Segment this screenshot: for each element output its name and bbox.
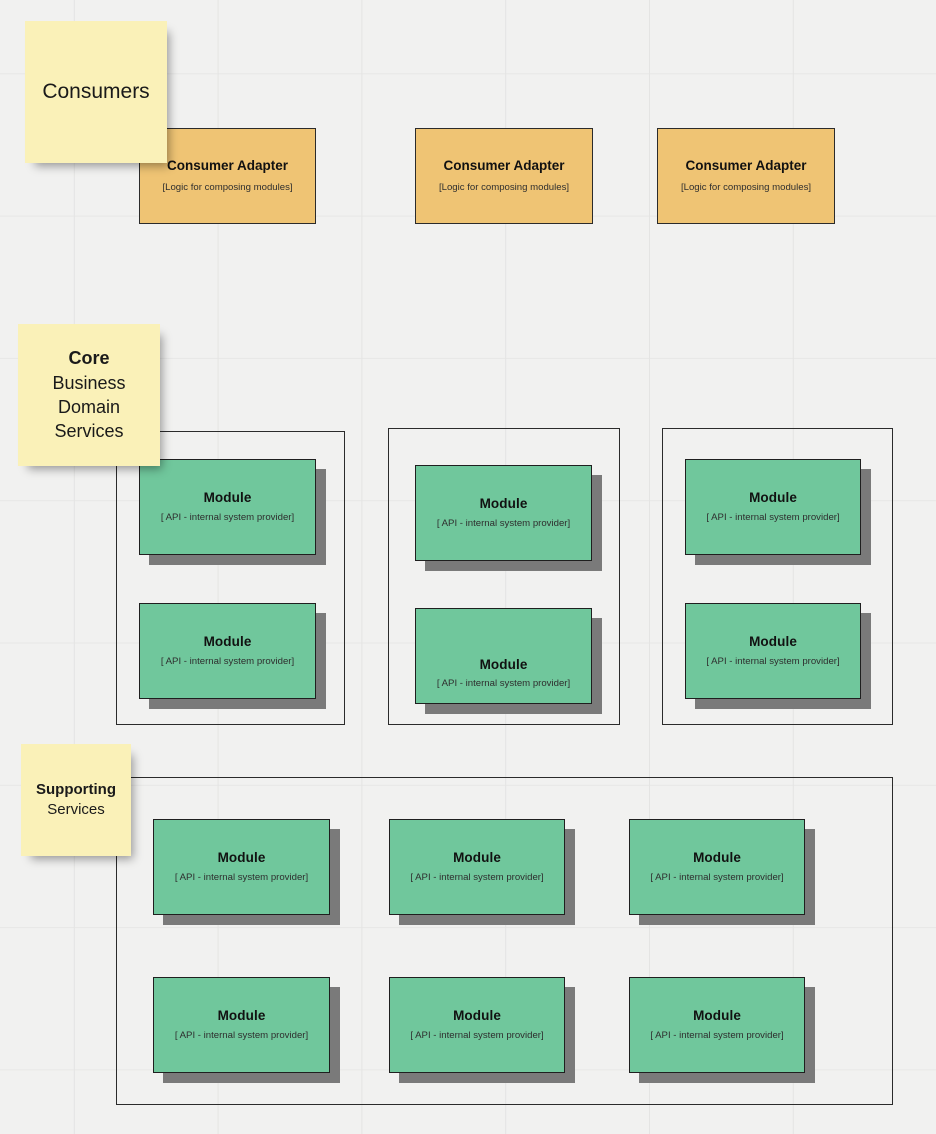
sticky-note-line-1: Services (47, 801, 105, 818)
core-module-1-2[interactable]: Module [ API - internal system provider] (139, 603, 316, 699)
module-subtitle: [ API - internal system provider] (160, 655, 295, 667)
adapter-subtitle: [Logic for composing modules] (162, 181, 293, 193)
module-subtitle: [ API - internal system provider] (410, 871, 544, 883)
module-title: Module (217, 1008, 266, 1024)
core-module-1-1[interactable]: Module [ API - internal system provider] (139, 459, 316, 555)
core-module-2-1[interactable]: Module [ API - internal system provider] (415, 465, 592, 561)
module-title: Module (453, 850, 501, 866)
module-subtitle: [ API - internal system provider] (706, 511, 840, 523)
adapter-title: Consumer Adapter (166, 158, 289, 174)
adapter-title: Consumer Adapter (443, 158, 565, 174)
core-group-container-1 (116, 431, 345, 725)
module-title: Module (479, 496, 528, 512)
module-title: Module (693, 850, 741, 866)
module-title: Module (749, 490, 797, 506)
module-subtitle: [ API - internal system provider] (706, 655, 840, 667)
module-subtitle: [ API - internal system provider] (174, 1029, 309, 1041)
sticky-note-consumers[interactable]: Consumers (25, 21, 167, 163)
sticky-note-title: Consumers (42, 80, 150, 104)
sticky-note-line-1: Business (52, 372, 126, 393)
supporting-module-2[interactable]: Module [ API - internal system provider] (389, 819, 565, 915)
core-group-container-3 (662, 428, 893, 725)
core-group-container-2 (388, 428, 620, 725)
consumer-adapter-3[interactable]: Consumer Adapter [Logic for composing mo… (657, 128, 835, 224)
sticky-note-line-2: Domain (57, 397, 121, 417)
module-subtitle: [ API - internal system provider] (650, 871, 784, 883)
adapter-subtitle: [Logic for composing modules] (680, 181, 812, 193)
module-title: Module (203, 490, 252, 506)
consumer-adapter-2[interactable]: Consumer Adapter [Logic for composing mo… (415, 128, 593, 224)
consumer-adapter-1[interactable]: Consumer Adapter [Logic for composing mo… (139, 128, 316, 224)
sticky-note-supporting[interactable]: Supporting Services (21, 744, 131, 856)
supporting-group-container (116, 777, 893, 1105)
core-module-3-1[interactable]: Module [ API - internal system provider] (685, 459, 861, 555)
module-title: Module (453, 1008, 501, 1024)
module-title: Module (217, 850, 266, 866)
module-title: Module (203, 634, 252, 650)
sticky-note-line-3: Services (54, 421, 124, 442)
supporting-module-4[interactable]: Module [ API - internal system provider] (153, 977, 330, 1073)
supporting-module-5[interactable]: Module [ API - internal system provider] (389, 977, 565, 1073)
module-subtitle: [ API - internal system provider] (174, 871, 309, 883)
module-subtitle: [ API - internal system provider] (436, 517, 571, 529)
adapter-subtitle: [Logic for composing modules] (438, 181, 570, 193)
module-title: Module (749, 634, 797, 650)
module-subtitle: [ API - internal system provider] (650, 1029, 784, 1041)
supporting-module-6[interactable]: Module [ API - internal system provider] (629, 977, 805, 1073)
module-subtitle: [ API - internal system provider] (160, 511, 295, 523)
supporting-module-1[interactable]: Module [ API - internal system provider] (153, 819, 330, 915)
core-module-3-2[interactable]: Module [ API - internal system provider] (685, 603, 861, 699)
module-title: Module (479, 656, 528, 672)
sticky-note-core[interactable]: Core Business Domain Services (18, 324, 160, 466)
module-subtitle: [ API - internal system provider] (436, 678, 571, 690)
sticky-note-heading: Supporting (36, 780, 116, 798)
adapter-title: Consumer Adapter (685, 158, 807, 174)
module-title: Module (693, 1008, 741, 1024)
module-subtitle: [ API - internal system provider] (410, 1029, 544, 1041)
sticky-note-heading: Core (68, 348, 110, 369)
supporting-module-3[interactable]: Module [ API - internal system provider] (629, 819, 805, 915)
core-module-2-2[interactable]: Module [ API - internal system provider] (415, 608, 592, 704)
